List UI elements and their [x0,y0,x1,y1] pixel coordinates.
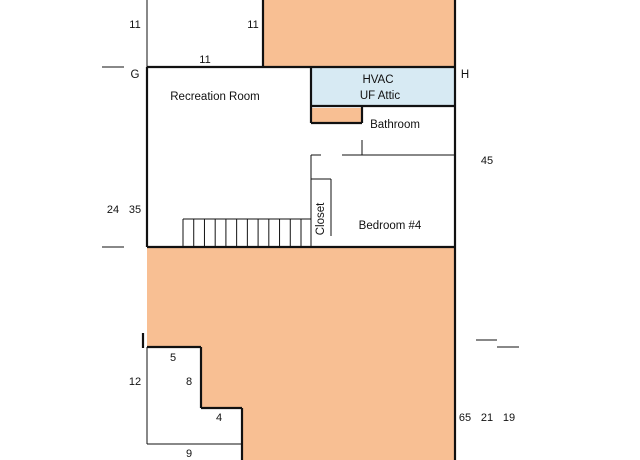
dimension-label: 21 [481,412,493,424]
dimension-label: 11 [247,19,258,31]
dimension-label: 12 [129,376,141,388]
unfinished-area-bottom [147,247,455,460]
room-label-hvac: HVAC [362,74,393,86]
corner-label-h: H [461,69,469,81]
hvac-attic-area [311,67,455,106]
dimension-label: 4 [216,412,222,424]
dimension-label: 11 [129,19,140,31]
dimension-label: 35 [129,204,141,216]
room-label-bathroom: Bathroom [370,119,420,131]
dimension-label: 9 [186,448,192,460]
dimension-label: 24 [107,204,119,216]
marker-lines [102,66,519,348]
dimension-label: 19 [503,412,515,424]
corner-label-g: G [131,69,140,81]
interior-lines [146,0,455,445]
room-label-uf-attic: UF Attic [360,90,401,102]
dimension-label: 8 [186,376,192,388]
room-label-bedroom: Bedroom #4 [359,220,422,232]
dimension-label: 5 [170,352,176,364]
unfinished-area-top [263,0,455,67]
room-label-closet: Closet [315,202,327,235]
dimension-label: 65 [459,412,471,424]
room-label-recreation: Recreation Room [170,91,259,103]
dimension-label: 11 [199,54,210,66]
dimension-label: 45 [481,155,493,167]
unfinished-ledge [311,108,362,122]
staircase [182,218,311,247]
walls [141,0,457,460]
